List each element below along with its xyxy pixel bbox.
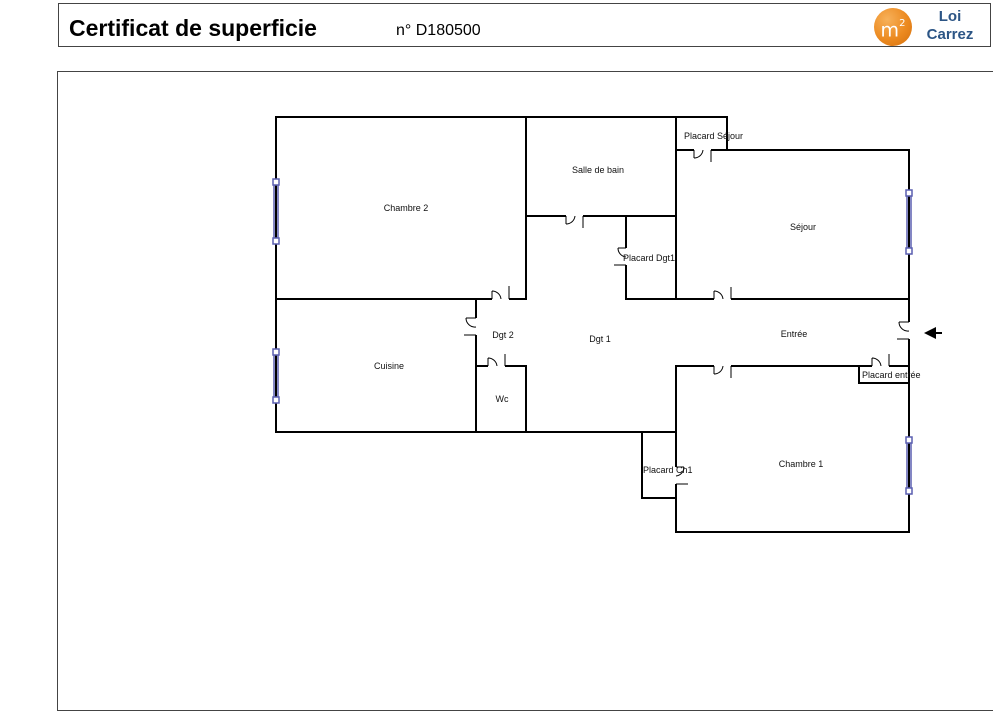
door-gap xyxy=(492,297,509,302)
window-post xyxy=(905,487,913,495)
room-label-placard-dgt1: Placard Dgt1 xyxy=(623,253,675,263)
door-icon xyxy=(565,215,584,228)
room-label-placard-entree: Placard entrée xyxy=(862,370,921,380)
door-icon xyxy=(871,354,890,367)
room-label-salle-de-bain: Salle de bain xyxy=(572,165,624,175)
door-openings xyxy=(473,148,911,484)
window-post xyxy=(272,237,280,245)
window-post xyxy=(272,178,280,186)
room-labels: Chambre 2 Salle de bain Placard Séjour S… xyxy=(374,131,921,475)
door-icon xyxy=(693,149,712,162)
door-gap xyxy=(906,322,911,339)
windows xyxy=(272,178,913,495)
door-icon xyxy=(897,321,910,340)
door-swings xyxy=(464,149,910,485)
room-label-dgt-2: Dgt 2 xyxy=(492,330,514,340)
window-post xyxy=(272,348,280,356)
window-post xyxy=(905,247,913,255)
page-title: Certificat de superficie xyxy=(69,15,317,41)
window-post xyxy=(272,396,280,404)
door-icon xyxy=(614,247,627,266)
arrow-left-icon xyxy=(924,327,942,339)
room-label-dgt-1: Dgt 1 xyxy=(589,334,611,344)
door-icon xyxy=(487,354,506,367)
door-gap xyxy=(714,297,731,302)
door-icon xyxy=(713,365,732,378)
door-icon xyxy=(675,466,688,485)
room-label-chambre-2: Chambre 2 xyxy=(384,203,429,213)
room-label-cuisine: Cuisine xyxy=(374,361,404,371)
door-gap xyxy=(673,467,678,484)
loi-carrez-logo: m2 Loi Carrez xyxy=(872,6,984,46)
door-gap xyxy=(473,318,478,335)
certificate-header: Certificat de superficie n° D180500 m2 L… xyxy=(58,3,991,47)
logo-line-1: Loi xyxy=(938,8,962,25)
room-label-placard-ch1: Placard Ch1 xyxy=(643,465,693,475)
logo-text: Loi Carrez xyxy=(920,8,980,44)
room-label-entree: Entrée xyxy=(781,329,808,339)
window-post xyxy=(905,189,913,197)
room-label-sejour: Séjour xyxy=(790,222,816,232)
room-label-chambre-1: Chambre 1 xyxy=(779,459,824,469)
door-icon xyxy=(713,287,732,300)
room-label-placard-sejour: Placard Séjour xyxy=(684,131,743,141)
m2-badge-icon: m2 xyxy=(874,8,912,46)
exterior-walls xyxy=(275,116,910,533)
window-post xyxy=(905,436,913,444)
room-label-wc: Wc xyxy=(496,394,509,404)
door-icon xyxy=(491,286,510,300)
walls xyxy=(275,116,910,533)
door-gap xyxy=(714,363,731,368)
door-icon xyxy=(464,317,477,336)
logo-line-2: Carrez xyxy=(926,26,974,43)
certificate-number: n° D180500 xyxy=(396,22,481,39)
